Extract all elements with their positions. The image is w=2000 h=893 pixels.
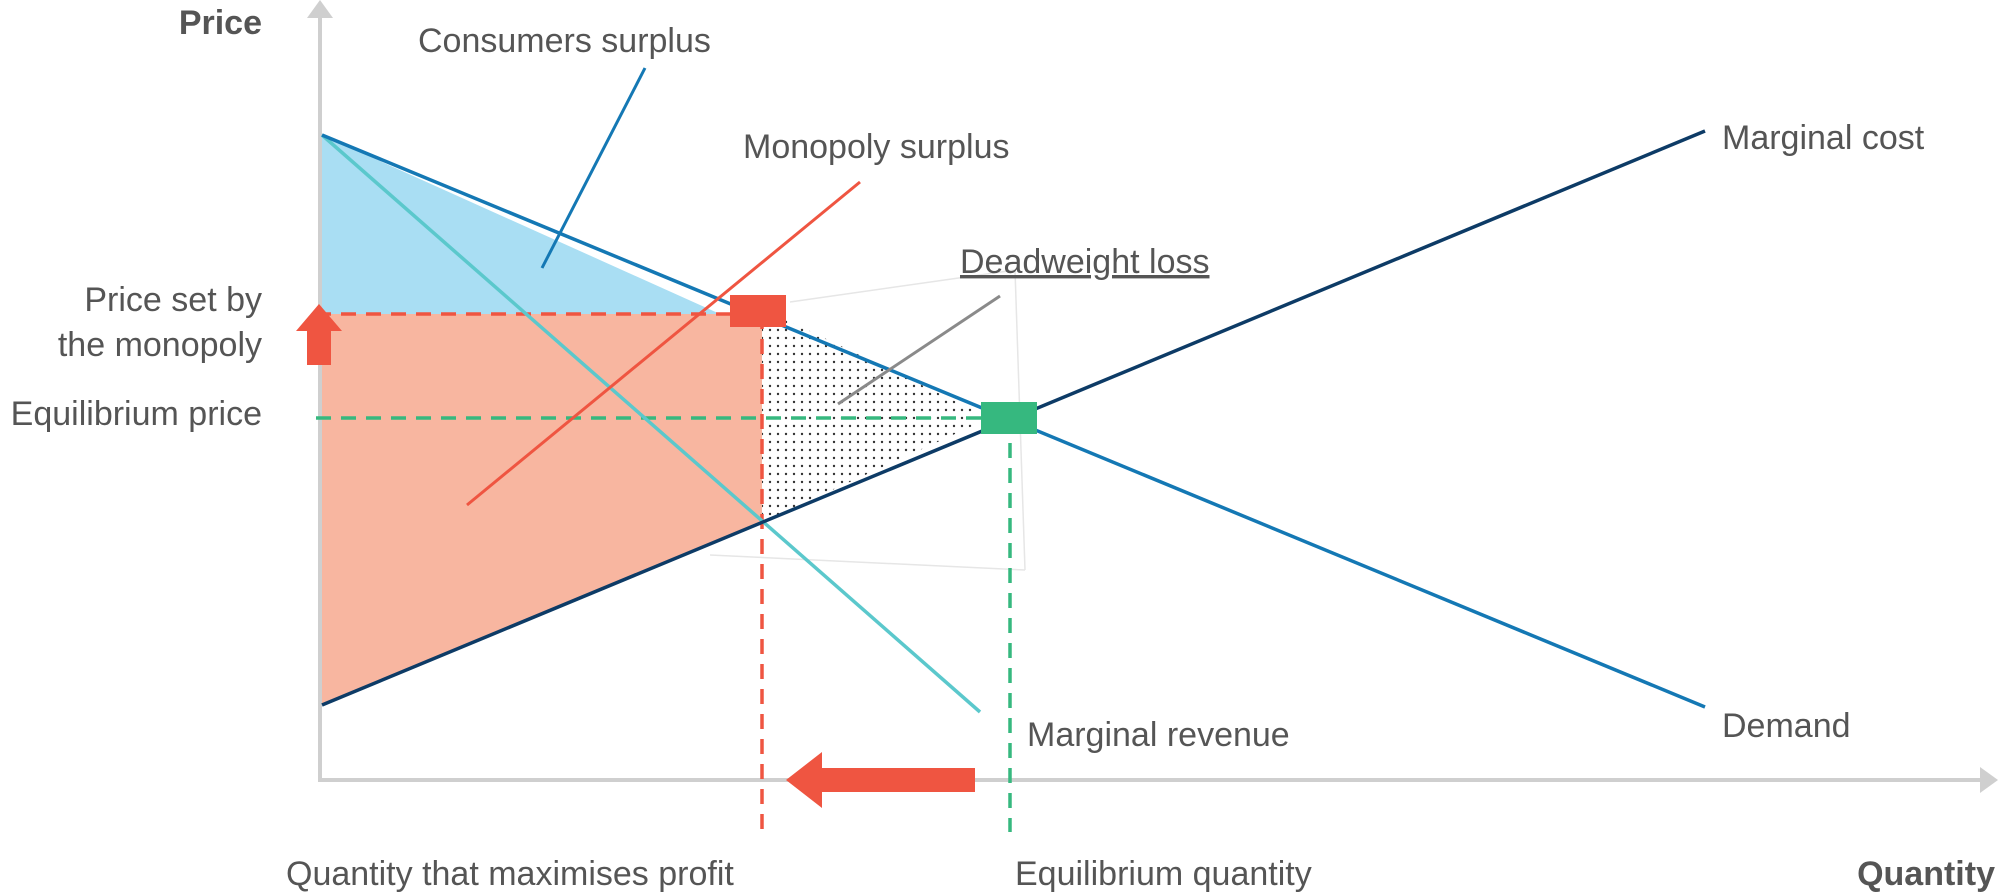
y-axis-arrowhead — [307, 0, 333, 18]
monopoly-surplus-label: Monopoly surplus — [743, 128, 1009, 166]
monopoly-surplus-area — [322, 314, 762, 705]
deadweight-loss-label: Deadweight loss — [960, 243, 1209, 281]
profit-max-quantity-label: Quantity that maximises profit — [286, 855, 734, 893]
x-axis-title: Quantity — [1857, 855, 1995, 893]
monopoly-price-label-line2: the monopoly — [58, 326, 262, 364]
marginal-revenue-label: Marginal revenue — [1027, 716, 1290, 754]
monopoly-surplus-pointer — [466, 180, 861, 507]
deadweight-loss-area — [762, 308, 990, 522]
marginal-cost-label: Marginal cost — [1722, 119, 1925, 157]
monopoly-price-marker — [730, 295, 786, 327]
x-axis-arrowhead — [1980, 767, 1998, 793]
equilibrium-point-marker — [981, 402, 1037, 434]
quantity-decrease-arrow — [786, 752, 975, 808]
price-increase-arrow — [296, 304, 342, 365]
equilibrium-quantity-label: Equilibrium quantity — [1015, 855, 1312, 893]
marginal-revenue-curve — [320, 133, 982, 714]
demand-label: Demand — [1722, 707, 1851, 745]
equilibrium-price-label: Equilibrium price — [11, 395, 262, 433]
consumers-surplus-area — [322, 135, 720, 314]
monopoly-price-label-line1: Price set by — [84, 281, 262, 319]
consumers-surplus-pointer — [540, 67, 647, 269]
deadweight-loss-pointer — [837, 294, 1001, 406]
consumers-surplus-label: Consumers surplus — [418, 22, 711, 60]
y-axis-title: Price — [179, 4, 262, 42]
axes — [307, 0, 1998, 793]
